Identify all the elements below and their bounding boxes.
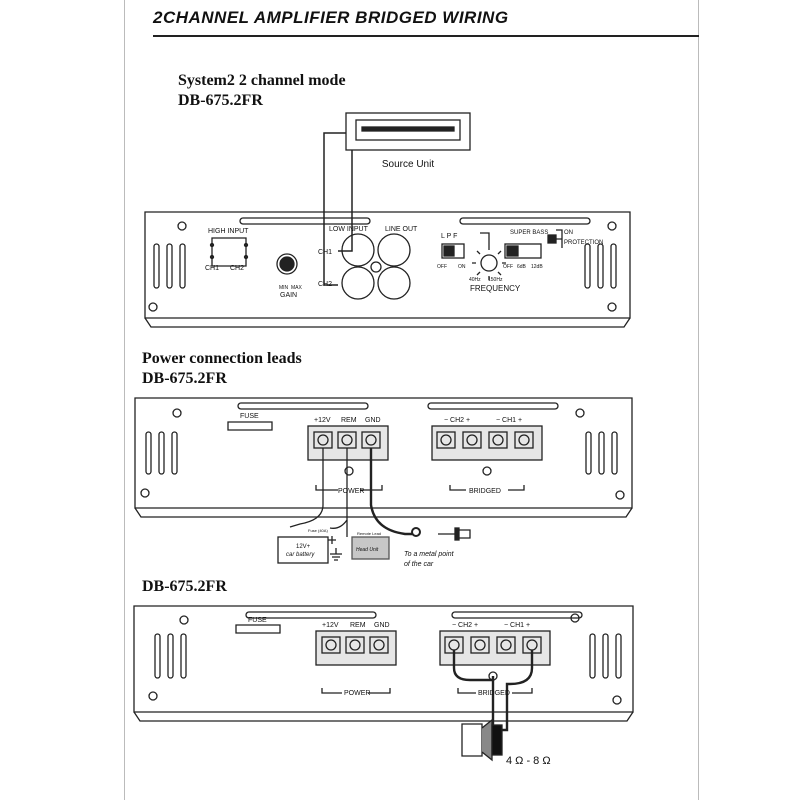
- super-bass-label: SUPER BASS: [510, 230, 548, 236]
- rem-label-3: REM: [350, 622, 366, 629]
- page-title: 2CHANNEL AMPLIFIER BRIDGED WIRING: [153, 8, 509, 27]
- rca-cable: [323, 132, 346, 286]
- rca-ch1-label: CH1: [318, 249, 332, 256]
- on-label: ON: [564, 230, 573, 236]
- ch1-label-2: − CH1 +: [496, 417, 522, 424]
- lpf-off-label: OFF: [437, 264, 447, 270]
- battery-label-2: car battery: [286, 552, 315, 558]
- protection-label: PROTECTION: [564, 240, 603, 246]
- frequency-label: FREQUENCY: [470, 284, 521, 293]
- rem-label-2: REM: [341, 417, 357, 424]
- freq-high-label: 150Hz: [488, 277, 503, 283]
- lpf-on-label: ON: [458, 264, 466, 270]
- ch2-label-2: − CH2 +: [444, 417, 470, 424]
- left-margin-line: [124, 0, 125, 800]
- line-out-label: LINE OUT: [385, 226, 418, 233]
- gnd-label-3: GND: [374, 622, 390, 629]
- power-label-3: POWER: [344, 690, 370, 697]
- power-label-2: POWER: [338, 488, 364, 495]
- source-unit: [345, 112, 471, 151]
- amp-top-view: [144, 211, 631, 328]
- right-margin-line: [698, 0, 699, 800]
- high-input-ch1: CH1: [205, 265, 219, 272]
- section1-model: DB-675.2FR: [178, 92, 263, 109]
- gain-label: GAIN: [280, 292, 297, 299]
- gnd-label-2: GND: [365, 417, 381, 424]
- metal-point-label-2: of the car: [404, 561, 434, 568]
- section2-model: DB-675.2FR: [142, 370, 227, 387]
- rca-ch2-label: CH2: [318, 281, 332, 288]
- lpf-label: L P F: [441, 233, 457, 240]
- plus12v-label-2: +12V: [314, 417, 331, 424]
- plus12v-label-3: +12V: [322, 622, 339, 629]
- freq-low-label: 40Hz: [469, 277, 481, 283]
- bridged-label-3: BRIDGED: [478, 690, 510, 697]
- gain-max-label: MAX: [291, 285, 303, 291]
- low-input-label: LOW INPUT: [329, 226, 369, 233]
- head-unit-label: Head Unit: [356, 547, 379, 553]
- battery-label-1: 12V+: [296, 544, 311, 550]
- high-input-label: HIGH INPUT: [208, 228, 249, 235]
- ch2-label-3: − CH2 +: [452, 622, 478, 629]
- section3-model: DB-675.2FR: [142, 578, 227, 595]
- sb-off-label: OFF: [503, 264, 513, 270]
- high-input-ch2: CH2: [230, 265, 244, 272]
- remote-lead-label: Remote Lead: [357, 531, 381, 536]
- section1-heading: System2 2 channel mode: [178, 72, 346, 89]
- ch1-label-3: − CH1 +: [504, 622, 530, 629]
- fuse-label-3: FUSE: [248, 617, 267, 624]
- impedance-label: 4 Ω - 8 Ω: [506, 755, 551, 767]
- gain-min-label: MIN: [279, 285, 289, 291]
- fuse-label-2: FUSE: [240, 413, 259, 420]
- bridged-label-2: BRIDGED: [469, 488, 501, 495]
- title-rule: [153, 35, 699, 37]
- sb-12db-label: 12dB: [531, 264, 543, 270]
- section2-heading: Power connection leads: [142, 350, 302, 367]
- source-unit-label: Source Unit: [382, 159, 434, 170]
- sb-6db-label: 6dB: [517, 264, 527, 270]
- amp-bridged-view: [133, 605, 634, 762]
- metal-point-label-1: To a metal point: [404, 551, 455, 558]
- amp-power-view: [134, 397, 633, 564]
- fuse-small-label: Fuse (40A): [308, 528, 328, 533]
